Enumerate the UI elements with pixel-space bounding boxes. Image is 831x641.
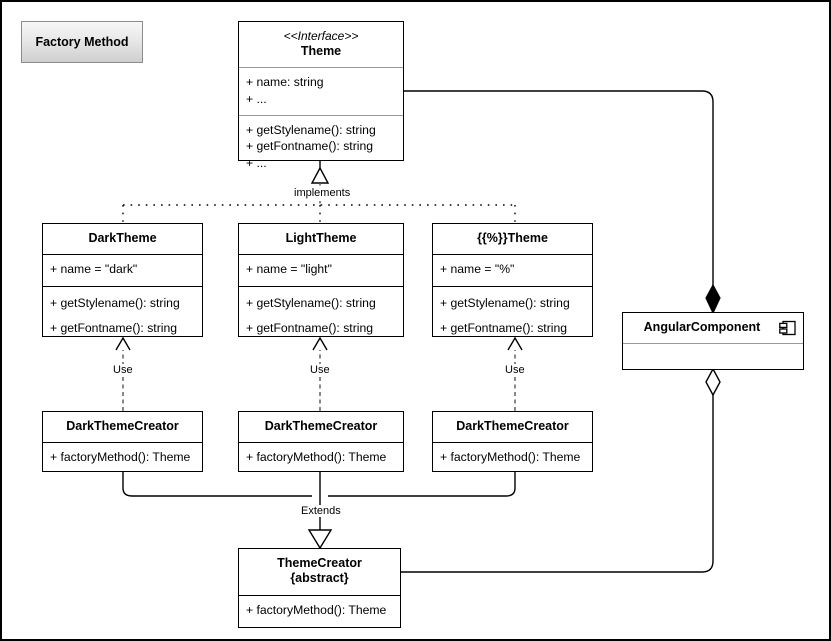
class-header-themecreator: ThemeCreator {abstract} [239,549,400,595]
class-box-theme-interface[interactable]: <<Interface>> Theme + name: string + ...… [238,21,404,170]
operations-darkthemecreator-1: + factoryMethod(): Theme [43,443,202,474]
compartment-divider [239,594,400,596]
attribute-row: + name = "light" [246,262,332,277]
operation-row: + getFontname(): string [440,320,568,335]
compartment-divider [43,254,202,256]
attributes-darktheme: + name = "dark" [43,255,202,286]
operations-pcttheme: + getStylename(): string + getFontname()… [433,287,592,348]
implements-text: implements [294,187,351,199]
operation-row: + getStylename(): string [246,295,376,310]
operations-angularcomponent [623,344,803,383]
edge-label-implements: implements [291,187,354,199]
compartment-divider [239,66,403,68]
use-text: Use [113,364,133,376]
class-name-darktheme: DarkTheme [88,231,157,245]
class-header-darkthemecreator-2: DarkThemeCreator [239,412,403,442]
class-modifier-abstract: {abstract} [290,571,349,586]
class-name-theme: Theme [300,43,342,58]
compartment-divider [43,442,202,444]
operation-row: + factoryMethod(): Theme [246,602,387,617]
operation-row: + getFontname(): string [246,139,374,154]
operations-darkthemecreator-3: + factoryMethod(): Theme [433,443,592,474]
operations-lighttheme: + getStylename(): string + getFontname()… [239,287,403,348]
class-box-darktheme[interactable]: DarkTheme + name = "dark" + getStylename… [42,223,203,337]
attribute-row: + ... [246,91,267,106]
operation-row: + factoryMethod(): Theme [246,450,387,465]
operation-row: + getStylename(): string [246,122,376,137]
attribute-row: + name = "dark" [50,262,138,277]
operation-row: + getStylename(): string [440,295,570,310]
operations-darktheme: + getStylename(): string + getFontname()… [43,287,202,348]
operations-theme: + getStylename(): string + getFontname()… [239,116,403,179]
class-header-pcttheme: {{%}}Theme [433,224,592,254]
class-box-pcttheme[interactable]: {{%}}Theme + name = "%" + getStylename()… [432,223,593,337]
class-header-lighttheme: LightTheme [239,224,403,254]
operation-row: + ... [246,156,267,171]
class-header-angularcomponent: AngularComponent [623,313,803,343]
use-text: Use [505,364,525,376]
operations-themecreator: + factoryMethod(): Theme [239,596,400,627]
pattern-title-label: Factory Method [35,35,129,49]
class-name-angularcomponent: AngularComponent [643,320,761,334]
operation-row: + getStylename(): string [50,295,180,310]
attributes-theme: + name: string + ... [239,68,403,115]
class-name-darkthemecreator: DarkThemeCreator [456,419,569,433]
class-box-angularcomponent[interactable]: AngularComponent [622,312,804,370]
class-box-darkthemecreator-2[interactable]: DarkThemeCreator + factoryMethod(): Them… [238,411,404,472]
operation-row: + getFontname(): string [50,320,178,335]
compartment-divider [433,285,592,287]
class-header-darkthemecreator-1: DarkThemeCreator [43,412,202,442]
operation-row: + factoryMethod(): Theme [440,450,581,465]
edge-label-use-light: Use [307,364,333,376]
edge-label-extends: Extends [298,505,344,517]
class-name-themecreator: ThemeCreator [277,556,362,570]
attribute-row: + name: string [246,74,324,89]
class-box-darkthemecreator-3[interactable]: DarkThemeCreator + factoryMethod(): Them… [432,411,593,472]
compartment-divider [43,285,202,287]
class-name-darkthemecreator: DarkThemeCreator [66,419,179,433]
class-box-lighttheme[interactable]: LightTheme + name = "light" + getStylena… [238,223,404,337]
attribute-row: + name = "%" [440,262,515,277]
class-name-lighttheme: LightTheme [285,231,357,245]
edge-label-use-dark: Use [110,364,136,376]
class-header-darkthemecreator-3: DarkThemeCreator [433,412,592,442]
attributes-lighttheme: + name = "light" [239,255,403,286]
operation-row: + getFontname(): string [246,320,374,335]
operations-darkthemecreator-2: + factoryMethod(): Theme [239,443,403,474]
compartment-divider [239,114,403,116]
pattern-title-chip[interactable]: Factory Method [21,21,143,63]
class-header-theme: <<Interface>> Theme [239,22,403,67]
class-box-darkthemecreator-1[interactable]: DarkThemeCreator + factoryMethod(): Them… [42,411,203,472]
class-name-pcttheme: {{%}}Theme [477,231,548,245]
compartment-divider [239,254,403,256]
compartment-divider [433,254,592,256]
attributes-pcttheme: + name = "%" [433,255,592,286]
compartment-divider [239,285,403,287]
class-box-themecreator[interactable]: ThemeCreator {abstract} + factoryMethod(… [238,548,401,628]
extends-text: Extends [301,505,341,517]
compartment-divider [433,442,592,444]
class-header-darktheme: DarkTheme [43,224,202,254]
use-text: Use [310,364,330,376]
class-name-darkthemecreator: DarkThemeCreator [264,419,378,433]
stereotype-interface: <<Interface>> [283,29,359,43]
edge-label-use-pct: Use [502,364,528,376]
operation-row: + factoryMethod(): Theme [50,450,191,465]
component-icon [779,320,796,336]
compartment-divider [239,442,403,444]
compartment-divider [623,343,803,345]
